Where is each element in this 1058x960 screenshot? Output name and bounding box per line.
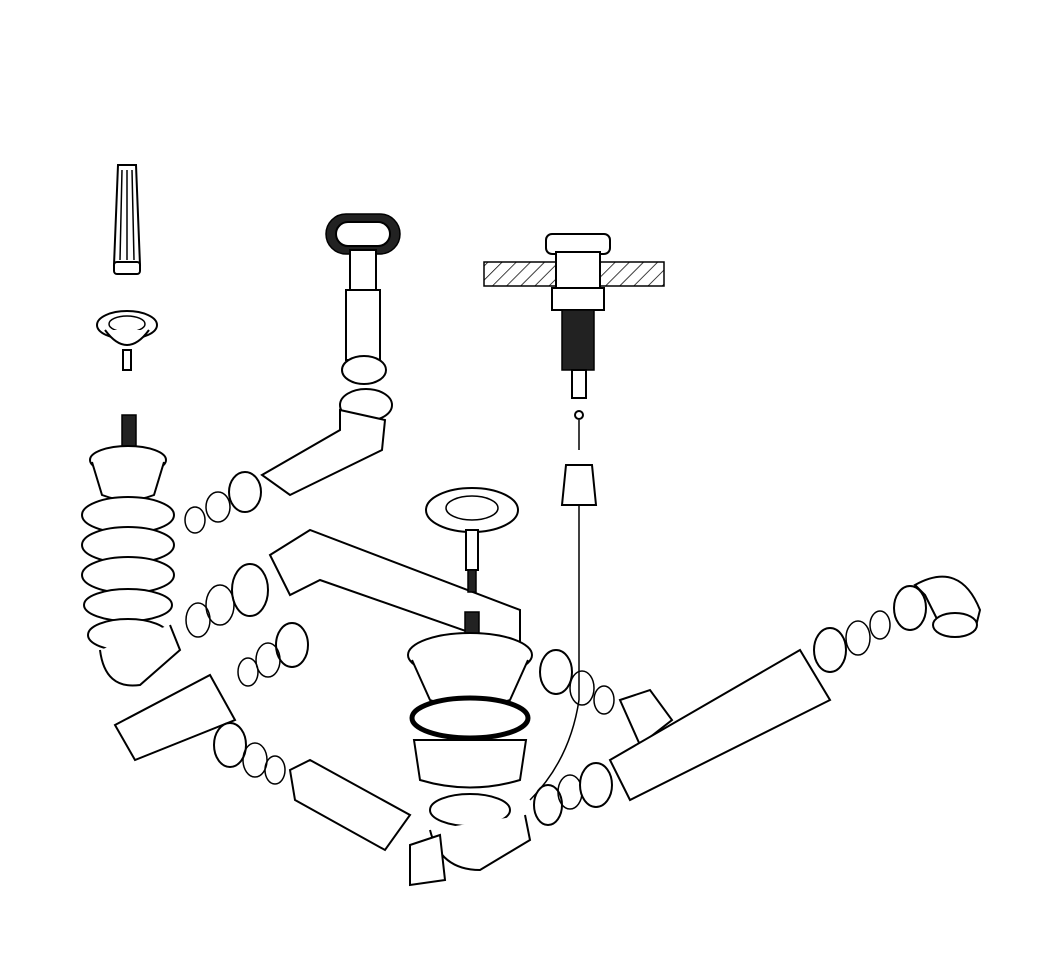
lower-pipe (213, 722, 412, 852)
left-outlet-pipe (113, 622, 309, 762)
strainer-basket-small (96, 310, 158, 371)
overflow-assembly (184, 213, 401, 534)
left-strainer-stack (81, 414, 182, 687)
strainer-basket-right (425, 487, 519, 593)
plug-tool (112, 164, 142, 275)
right-strainer-stack (407, 611, 533, 887)
right-pipe-assembly (533, 575, 982, 826)
popup-actuator (483, 233, 665, 801)
